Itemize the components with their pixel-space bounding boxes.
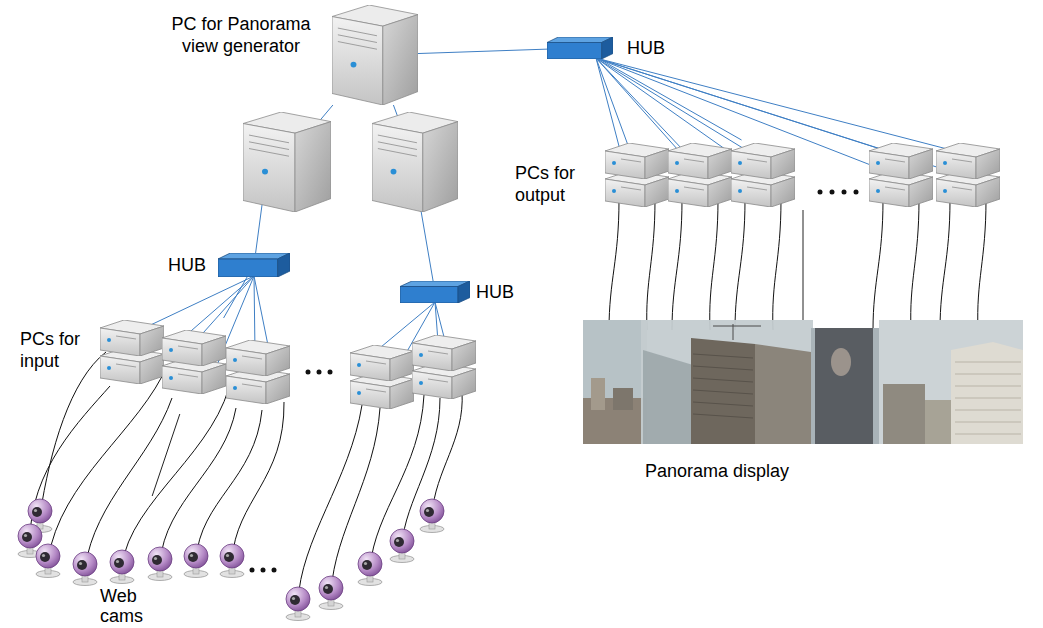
server-box: PC for Panorama view generator [332, 5, 418, 105]
node-label: HUB [476, 281, 514, 303]
pc-icon [731, 143, 795, 179]
webcam-icon [184, 544, 208, 578]
pc-icon [162, 330, 226, 366]
connector-line [418, 49, 547, 53]
pc-icon [226, 340, 290, 376]
webcam-icon [110, 550, 134, 584]
server-box-outline [332, 5, 418, 105]
server-icon [243, 112, 331, 212]
pc-group-outline [98, 318, 294, 414]
pc-icon [668, 143, 732, 179]
connector-line [803, 210, 804, 320]
pc-icon [350, 345, 414, 381]
pc-group: PCs for input [98, 318, 294, 414]
node-label: Web cams [100, 586, 160, 626]
server-icon [372, 112, 458, 212]
pc-group-outline [603, 140, 1003, 210]
webcam-icon [286, 587, 310, 621]
webcam-group: Web cams [12, 496, 262, 586]
server-icon [332, 5, 418, 105]
pc-icon [412, 335, 476, 371]
node-label: HUB [627, 37, 665, 59]
pc-icon [605, 143, 669, 179]
pc-icon [100, 320, 164, 356]
panorama-display: Panorama display [583, 320, 1023, 444]
panorama-photo [583, 320, 1023, 444]
webcam-icon [420, 499, 444, 533]
webcam-icon [148, 547, 172, 581]
hub-box-outline [400, 281, 470, 303]
node-label: HUB [168, 254, 206, 276]
connector-line [599, 59, 741, 140]
hub-box: HUB [547, 37, 613, 59]
panorama-display-outline [583, 320, 1023, 444]
webcam-icon [358, 552, 382, 586]
webcam-group-outline [12, 496, 262, 586]
pc-icon [936, 143, 1000, 179]
pc-icon [869, 143, 933, 179]
hub-icon [218, 253, 290, 277]
webcam-icon [319, 576, 343, 610]
hub-box: HUB [400, 281, 470, 303]
hub-icon [400, 281, 470, 303]
display-cables [609, 200, 986, 330]
webcam-icon [36, 544, 60, 578]
node-label: Panorama display [645, 460, 789, 482]
node-label: PCs for input [20, 328, 90, 372]
hub-icon [547, 37, 613, 59]
webcam-icon [220, 544, 244, 578]
connector-line [152, 414, 180, 496]
hub-box-outline [547, 37, 613, 59]
node-label: PCs for output [515, 162, 595, 206]
node-label: PC for Panorama view generator [156, 13, 326, 57]
pc-group: PCs for output [603, 140, 1003, 210]
camera-cables [30, 352, 462, 603]
hub-box: HUB [218, 253, 290, 277]
webcam-icon [73, 552, 97, 586]
hub-box-outline [218, 253, 290, 277]
webcam-icon [390, 529, 414, 563]
